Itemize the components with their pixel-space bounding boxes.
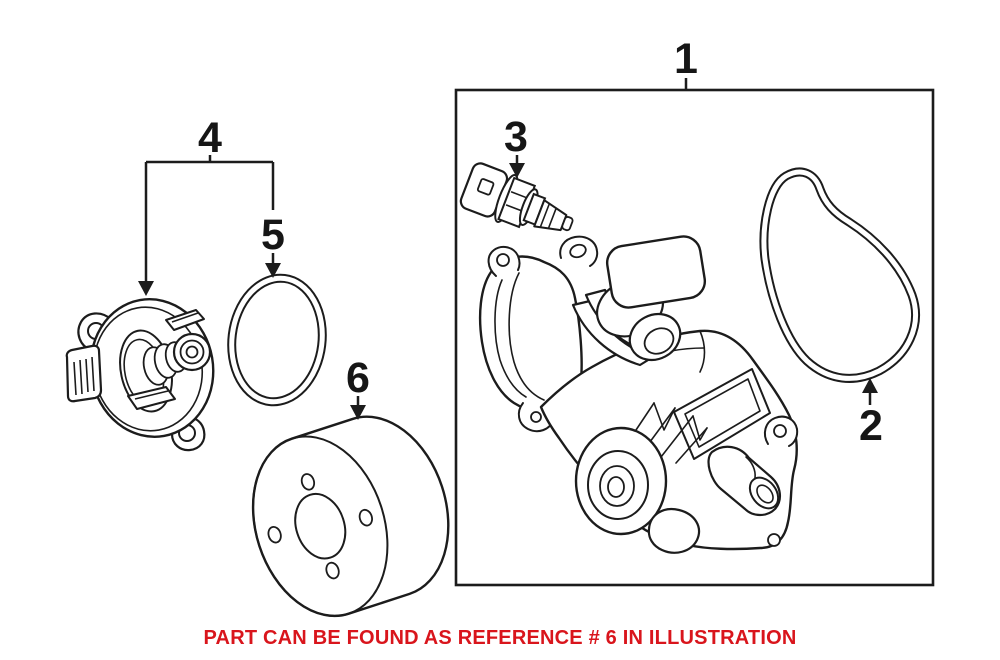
pulley-bolt-hole — [325, 561, 340, 580]
thermostat-tab-bottom-line — [134, 390, 169, 400]
sensor-thread-lines — [539, 203, 557, 228]
gasket-outline-gap — [761, 169, 918, 381]
callout-4-bracket — [144, 155, 275, 282]
reference-caption: PART CAN BE FOUND AS REFERENCE # 6 IN IL… — [204, 627, 797, 649]
pump-ear-hole-bottom-left — [530, 411, 542, 423]
water-pump-drawing — [478, 235, 799, 554]
pulley-face-rim — [252, 435, 389, 617]
pump-ear-hole-top-left — [496, 253, 510, 267]
callout-5-arrowhead — [265, 263, 281, 278]
pulley-bolt-hole — [358, 508, 373, 527]
o-ring-drawing — [227, 273, 327, 407]
pump-ear-hole-right — [773, 424, 787, 438]
pump-hub-center — [607, 476, 625, 498]
callout-6-arrowhead — [350, 405, 366, 420]
pump-rib — [675, 427, 708, 464]
pump-neck-snout — [628, 312, 682, 362]
callout-2: 2 — [859, 378, 883, 450]
callout-2-number: 2 — [859, 402, 883, 450]
callout-5-number: 5 — [261, 211, 285, 259]
pump-window-inner — [684, 378, 761, 448]
callout-4: 4 — [138, 114, 275, 296]
pump-outlet-step — [745, 456, 756, 479]
gasket-drawing — [759, 167, 920, 383]
pump-rib — [660, 415, 694, 458]
callout-6: 6 — [346, 354, 370, 420]
thermostat-drawing — [65, 298, 215, 452]
thermostat-cap-mid — [179, 339, 205, 365]
pulley-center-bore — [294, 492, 347, 560]
pump-bell-rim-line2 — [508, 272, 545, 401]
thermostat-connector-ribs — [73, 356, 95, 396]
pump-bottom-lobe — [647, 507, 701, 554]
callout-3: 3 — [504, 113, 528, 178]
pump-body-ridge1 — [699, 330, 706, 373]
pump-rib-v — [653, 402, 676, 431]
pump-bell-rim-line — [494, 279, 527, 398]
pump-outlet-bore — [756, 484, 774, 504]
sensor-connector-slot — [476, 178, 495, 196]
callout-6-number: 6 — [346, 354, 370, 402]
callout-2-arrowhead — [862, 378, 878, 393]
thermostat-connector — [65, 344, 103, 403]
callout-4-number: 4 — [198, 114, 222, 162]
pulley-silhouette — [251, 415, 450, 618]
callout-1: 1 — [674, 35, 698, 90]
pump-rib-v — [692, 415, 708, 441]
callout-4-arrowhead — [138, 281, 154, 296]
sensor-tip-nub — [561, 216, 574, 232]
callout-3-arrowhead — [509, 163, 525, 178]
pulley-bolt-hole — [267, 525, 282, 544]
pump-outlet-mouth — [748, 476, 780, 510]
o-ring-outer — [227, 273, 327, 407]
pulley-drawing — [251, 415, 450, 618]
pump-neck-snout-bore — [643, 327, 675, 355]
pump-top-cap — [605, 235, 707, 309]
pulley-bolt-hole — [300, 473, 316, 491]
pump-window-outer — [673, 368, 771, 460]
o-ring-gap — [229, 275, 325, 405]
thermostat-tab-top-line — [171, 312, 199, 323]
callout-3-number: 3 — [504, 113, 528, 161]
pump-foot-hole — [767, 533, 781, 547]
callout-5: 5 — [261, 211, 285, 278]
thermostat-cap-center — [185, 345, 199, 359]
pump-top-lug-hole — [569, 243, 587, 259]
sensor-drawing — [459, 162, 574, 232]
callout-1-number: 1 — [674, 35, 698, 83]
